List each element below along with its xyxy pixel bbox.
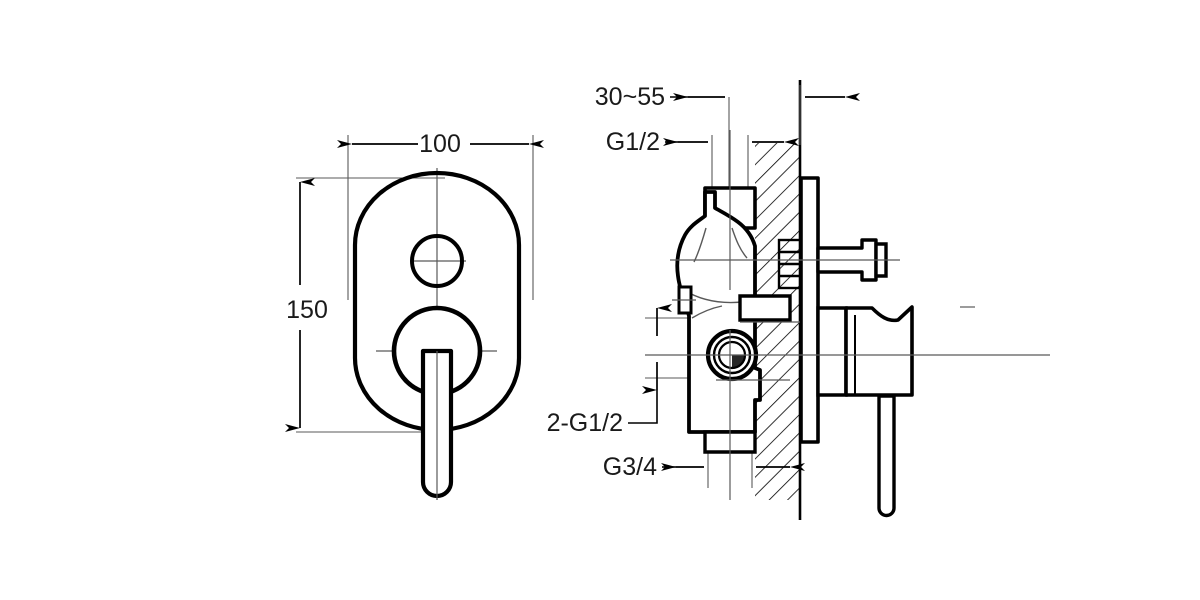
escutcheon-plate-side — [799, 176, 820, 444]
side-view-center-lines — [645, 130, 1050, 500]
diverter-button[interactable] — [410, 234, 464, 288]
dimension-top-inlet: G1/2 — [606, 128, 799, 200]
dimension-label-wall-depth: 30~55 — [595, 83, 665, 111]
dimension-wall-depth: 30~55 — [595, 83, 860, 200]
dimension-height-150: 150 — [285, 178, 328, 432]
dimension-label-bottom-outlet: G3/4 — [603, 453, 657, 481]
mixer-handle-side[interactable] — [816, 305, 914, 518]
dimension-label-top-inlet: G1/2 — [606, 128, 660, 156]
dimension-label-height: 150 — [286, 296, 328, 324]
dimension-bottom-outlet: G3/4 — [603, 432, 805, 488]
side-section-view-group: 30~55 G1/2 2-G1/2 G3/4 — [547, 80, 1050, 520]
dimension-label-width: 100 — [419, 130, 461, 158]
dimension-width-100: 100 — [337, 130, 544, 158]
dimension-label-side-inlets: 2-G1/2 — [547, 409, 623, 437]
escutcheon-plate-outline — [352, 170, 522, 433]
front-view-group: 100 150 — [285, 130, 544, 500]
front-view-witness-lines — [296, 135, 534, 433]
cartridge-seat — [738, 294, 792, 322]
